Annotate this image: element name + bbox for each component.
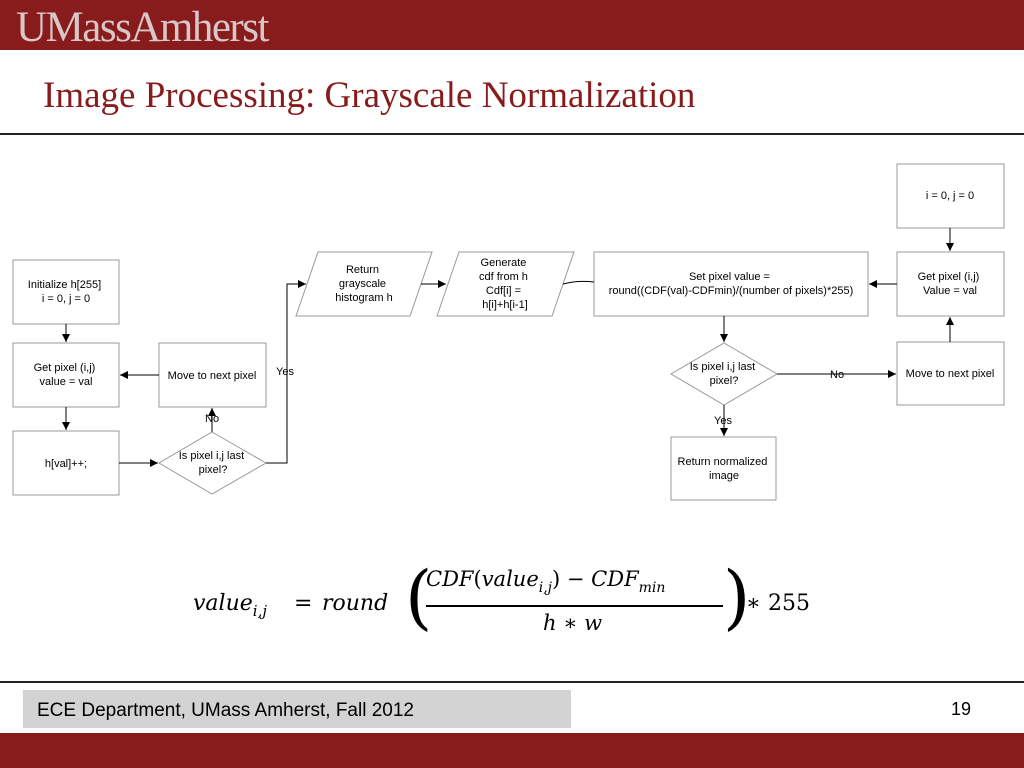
return-image-text: Return normalized image	[678, 456, 771, 482]
title-divider	[0, 133, 1024, 135]
footer-label-background	[23, 690, 571, 728]
flowchart: Initialize h[255] i = 0, j = 0 Get pixel…	[12, 163, 1005, 501]
formula-equals: =	[294, 591, 313, 616]
return-histogram-box	[295, 251, 433, 317]
formula-lhs: valuei,j	[193, 591, 267, 620]
generate-cdf-box	[436, 251, 575, 317]
normalization-formula: valuei,j = round ( CDF(valuei,j) − CDFmi…	[193, 557, 833, 647]
formula-denominator: h ∗ w	[543, 611, 603, 635]
set-pixel-value-text: Set pixel value = round((CDF(val)-CDFmin…	[609, 271, 854, 297]
increment-histogram-text: h[val]++;	[45, 458, 87, 470]
init-histogram-text: Initialize h[255] i = 0, j = 0	[28, 279, 104, 305]
umass-logo: UMassAmherst	[16, 4, 269, 51]
get-pixel-right-box	[896, 251, 1005, 317]
move-next-left-text: Move to next pixel	[168, 370, 257, 382]
last-pixel-decision-left	[158, 431, 268, 495]
page-number: 19	[951, 699, 972, 719]
arrow-decision-to-return-histogram	[266, 280, 306, 464]
return-histogram-text: Return grayscale histogram h	[335, 264, 392, 304]
init-index-right-box	[896, 163, 1005, 229]
formula-multiplier: ∗ 255	[746, 591, 810, 616]
return-image-box	[670, 436, 777, 501]
formula-numerator: CDF(valuei,j) − CDFmin	[426, 567, 666, 596]
slide-title: Image Processing: Grayscale Normalizatio…	[43, 75, 696, 116]
bottom-bar	[0, 733, 1024, 768]
move-next-right-text: Move to next pixel	[906, 368, 995, 380]
get-pixel-right-text: Get pixel (i,j) Value = val	[918, 271, 983, 297]
header-bar: UMassAmherst	[0, 0, 1024, 50]
connector-cdf-to-set-pixel	[562, 280, 595, 285]
footer-text: ECE Department, UMass Amherst, Fall 2012	[37, 700, 414, 721]
init-index-right-text: i = 0, j = 0	[926, 190, 974, 202]
init-histogram-box	[12, 259, 120, 325]
get-pixel-left-box	[12, 342, 120, 408]
formula-left-paren: (	[405, 556, 433, 638]
edge-label-yes-left: Yes	[276, 366, 294, 378]
footer-divider	[0, 681, 1024, 683]
move-next-right-box	[896, 341, 1005, 406]
formula-right-paren: )	[723, 556, 751, 638]
formula-function: round	[322, 591, 389, 616]
last-pixel-decision-left-text: Is pixel i,j last pixel?	[179, 450, 247, 476]
last-pixel-decision-right-text: Is pixel i,j last pixel?	[690, 361, 758, 387]
set-pixel-value-box	[593, 251, 869, 317]
last-pixel-decision-right	[670, 342, 778, 406]
formula-fraction-bar	[426, 605, 723, 607]
generate-cdf-text: Generate cdf from h Cdf[i] = h[i]+h[i-1]	[479, 257, 531, 311]
edge-label-yes-right: Yes	[714, 415, 732, 427]
move-next-left-box	[158, 342, 267, 408]
edge-label-no-right: No	[830, 369, 844, 381]
increment-histogram-box	[12, 430, 120, 496]
edge-label-no-left: No	[205, 413, 219, 425]
get-pixel-left-text: Get pixel (i,j) value = val	[34, 362, 99, 388]
